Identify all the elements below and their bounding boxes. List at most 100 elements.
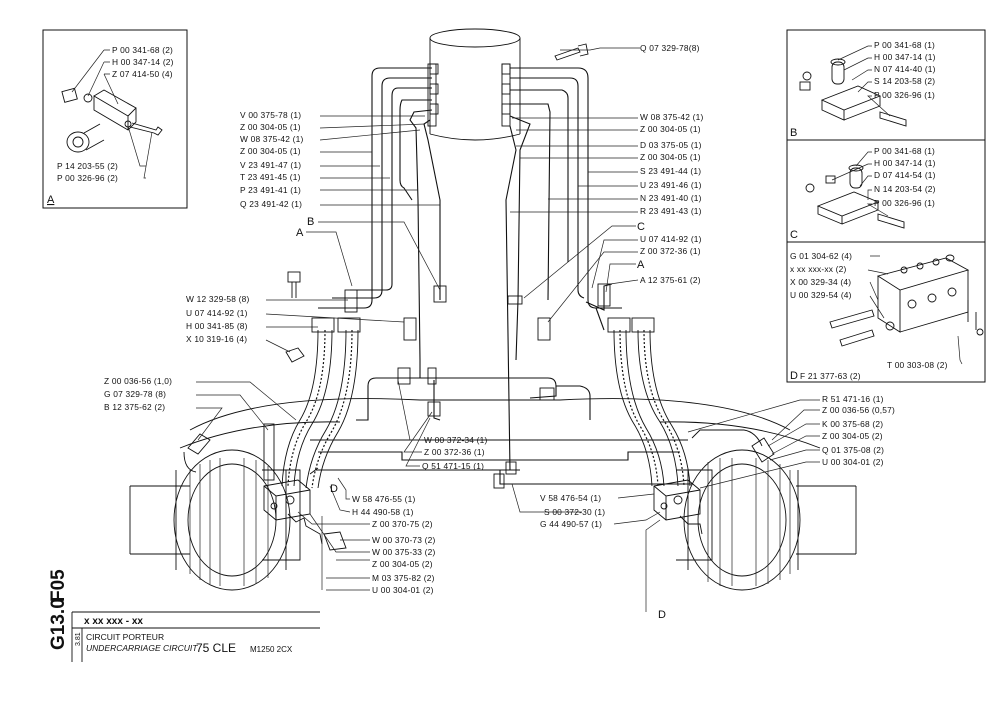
title-block: F05 G13.0 x xx xxx - xx 3.81 CIRCUIT POR… xyxy=(48,569,320,662)
right-valve-block xyxy=(653,479,701,521)
callout-cl-6: P 23 491-41 (1) xyxy=(240,185,301,195)
callouts-right-low: R 51 471-16 (1) Z 00 036-56 (0,57) K 00 … xyxy=(822,394,895,467)
callout-cl-2: W 08 375-42 (1) xyxy=(240,134,304,144)
inset-c: P 00 341-68 (1) H 00 347-14 (1) D 07 414… xyxy=(786,139,986,243)
callout-bl-6: M 03 375-82 (2) xyxy=(372,573,435,583)
callout-cr-3: Z 00 304-05 (1) xyxy=(640,152,701,162)
callouts-letters: B A C A D D xyxy=(296,216,666,621)
title-english: UNDERCARRIAGE CIRCUIT xyxy=(86,643,198,653)
callout-bl-5: Z 00 304-05 (2) xyxy=(372,559,433,569)
marker-a-left: A xyxy=(296,227,304,239)
sheet-code-line1: F05 xyxy=(48,569,69,602)
callout-cl-3: Z 00 304-05 (1) xyxy=(240,146,301,156)
inset-a-label-2: H 00 347-14 (2) xyxy=(112,57,174,67)
callout-bl-2: Z 00 370-75 (2) xyxy=(372,519,433,529)
model-name: 75 CLE xyxy=(196,641,236,655)
inset-d-footer: F 21 377-63 (2) xyxy=(800,371,861,381)
right-wheel xyxy=(676,449,857,591)
leader-lines xyxy=(196,47,820,612)
callout-lm-2: H 00 341-85 (8) xyxy=(186,321,248,331)
callout-clow-0: W 00 372-34 (1) xyxy=(424,435,488,445)
callout-bl-7: U 00 304-01 (2) xyxy=(372,585,434,595)
top-bolt xyxy=(554,43,589,61)
inset-d-label-1: G 01 304-62 (4) xyxy=(790,251,852,261)
callouts-bottom-right: V 58 476-54 (1) S 00 372-30 (1) G 44 490… xyxy=(540,493,605,529)
marker-d-bottom: D xyxy=(658,609,666,621)
reference-number: x xx xxx - xx xyxy=(84,616,143,627)
sheet-code-line2: G13.0 xyxy=(48,598,69,650)
callout-cl-1: Z 00 304-05 (1) xyxy=(240,122,301,132)
callout-cl-5: T 23 491-45 (1) xyxy=(240,172,301,182)
inset-b-label-5: P 00 326-96 (1) xyxy=(874,90,935,100)
callout-lm-3: X 10 319-16 (4) xyxy=(186,334,247,344)
callout-cl-4: V 23 491-47 (1) xyxy=(240,160,301,170)
callout-rl-0: R 51 471-16 (1) xyxy=(822,394,884,404)
inset-b-label-3: N 07 414-40 (1) xyxy=(874,64,936,74)
inset-a-label-3: Z 07 414-50 (4) xyxy=(112,69,173,79)
marker-a-right: A xyxy=(637,259,645,271)
inset-a-label-1: P 00 341-68 (2) xyxy=(112,45,173,55)
braided-hoses xyxy=(281,283,691,489)
callout-cr-5: U 23 491-46 (1) xyxy=(640,180,702,190)
inset-a-leaders xyxy=(71,49,153,179)
callouts-left-mid: W 12 329-58 (8) U 07 414-92 (1) H 00 341… xyxy=(186,294,250,344)
inset-c-label-4: N 14 203-54 (2) xyxy=(874,184,936,194)
callout-clow-2: Q 51 471-15 (1) xyxy=(422,461,484,471)
callout-cl-0: V 00 375-78 (1) xyxy=(240,110,301,120)
inset-a-label-4: P 14 203-55 (2) xyxy=(57,161,118,171)
callout-br-1: S 00 372-30 (1) xyxy=(544,507,605,517)
inset-d: G 01 304-62 (4) x xx xxx-xx (2) X 00 329… xyxy=(786,241,986,383)
marker-b-left: B xyxy=(307,216,314,228)
inset-d-label-5: T 00 303-08 (2) xyxy=(887,360,948,370)
callout-rl-5: U 00 304-01 (2) xyxy=(822,457,884,467)
inset-c-label-3: D 07 414-54 (1) xyxy=(874,170,936,180)
inset-c-label-2: H 00 347-14 (1) xyxy=(874,158,936,168)
inset-a-clamp-drawing xyxy=(61,87,163,153)
inset-d-letter: D xyxy=(790,370,798,382)
callout-br-0: V 58 476-54 (1) xyxy=(540,493,601,503)
callouts-center-right: W 08 375-42 (1) Z 00 304-05 (1) D 03 375… xyxy=(640,112,704,285)
inset-a-label-5: P 00 326-96 (2) xyxy=(57,173,118,183)
inset-d-label-3: X 00 329-34 (4) xyxy=(790,277,851,287)
revision-date: 3.81 xyxy=(75,632,82,646)
left-valve-block xyxy=(263,479,311,521)
inset-b-block-drawing xyxy=(799,58,907,127)
inset-d-frame xyxy=(786,241,986,383)
callout-lm-0: W 12 329-58 (8) xyxy=(186,294,250,304)
callout-cr-9: Z 00 372-36 (1) xyxy=(640,246,701,256)
inset-b-label-2: H 00 347-14 (1) xyxy=(874,52,936,62)
callout-cr-6: N 23 491-40 (1) xyxy=(640,193,702,203)
axle-assembly xyxy=(129,271,857,591)
callout-ll-0: Z 00 036-56 (1,0) xyxy=(104,376,172,386)
inset-a-letter: A xyxy=(47,194,55,206)
inset-b-label-4: S 14 203-58 (2) xyxy=(874,76,935,86)
callout-rl-3: Z 00 304-05 (2) xyxy=(822,431,883,441)
callout-cr-4: S 23 491-44 (1) xyxy=(640,166,701,176)
callout-ll-2: B 12 375-62 (2) xyxy=(104,402,165,412)
callout-bl-1: H 44 490-58 (1) xyxy=(352,507,414,517)
callout-rl-1: Z 00 036-56 (0,57) xyxy=(822,405,895,415)
inset-b-label-1: P 00 341-68 (1) xyxy=(874,40,935,50)
inset-c-letter: C xyxy=(790,229,798,241)
left-wheel xyxy=(129,449,301,591)
callout-cr-8: U 07 414-92 (1) xyxy=(640,234,702,244)
marker-d-left: D xyxy=(330,483,338,495)
callout-rl-2: K 00 375-68 (2) xyxy=(822,419,883,429)
callout-ll-1: G 07 329-78 (8) xyxy=(104,389,166,399)
inset-b: P 00 341-68 (1) H 00 347-14 (1) N 07 414… xyxy=(786,29,986,141)
callout-cr-7: R 23 491-43 (1) xyxy=(640,206,702,216)
callout-lm-1: U 07 414-92 (1) xyxy=(186,308,248,318)
inset-a-frame xyxy=(42,29,188,209)
inset-c-label-1: P 00 341-68 (1) xyxy=(874,146,935,156)
title-french: CIRCUIT PORTEUR xyxy=(86,632,164,642)
callout-top-right-0: Q 07 329-78(8) xyxy=(640,43,700,53)
callout-rl-4: Q 01 375-08 (2) xyxy=(822,445,884,455)
callout-cr-1: Z 00 304-05 (1) xyxy=(640,124,701,134)
callout-cr-0: W 08 375-42 (1) xyxy=(640,112,704,122)
marker-c-right: C xyxy=(637,221,645,233)
callouts-center-low: W 00 372-34 (1) Z 00 372-36 (1) Q 51 471… xyxy=(422,435,488,471)
callout-cr-2: D 03 375-05 (1) xyxy=(640,140,702,150)
callout-bl-3: W 00 370-73 (2) xyxy=(372,535,436,545)
inset-d-valve-block-drawing xyxy=(829,254,984,347)
